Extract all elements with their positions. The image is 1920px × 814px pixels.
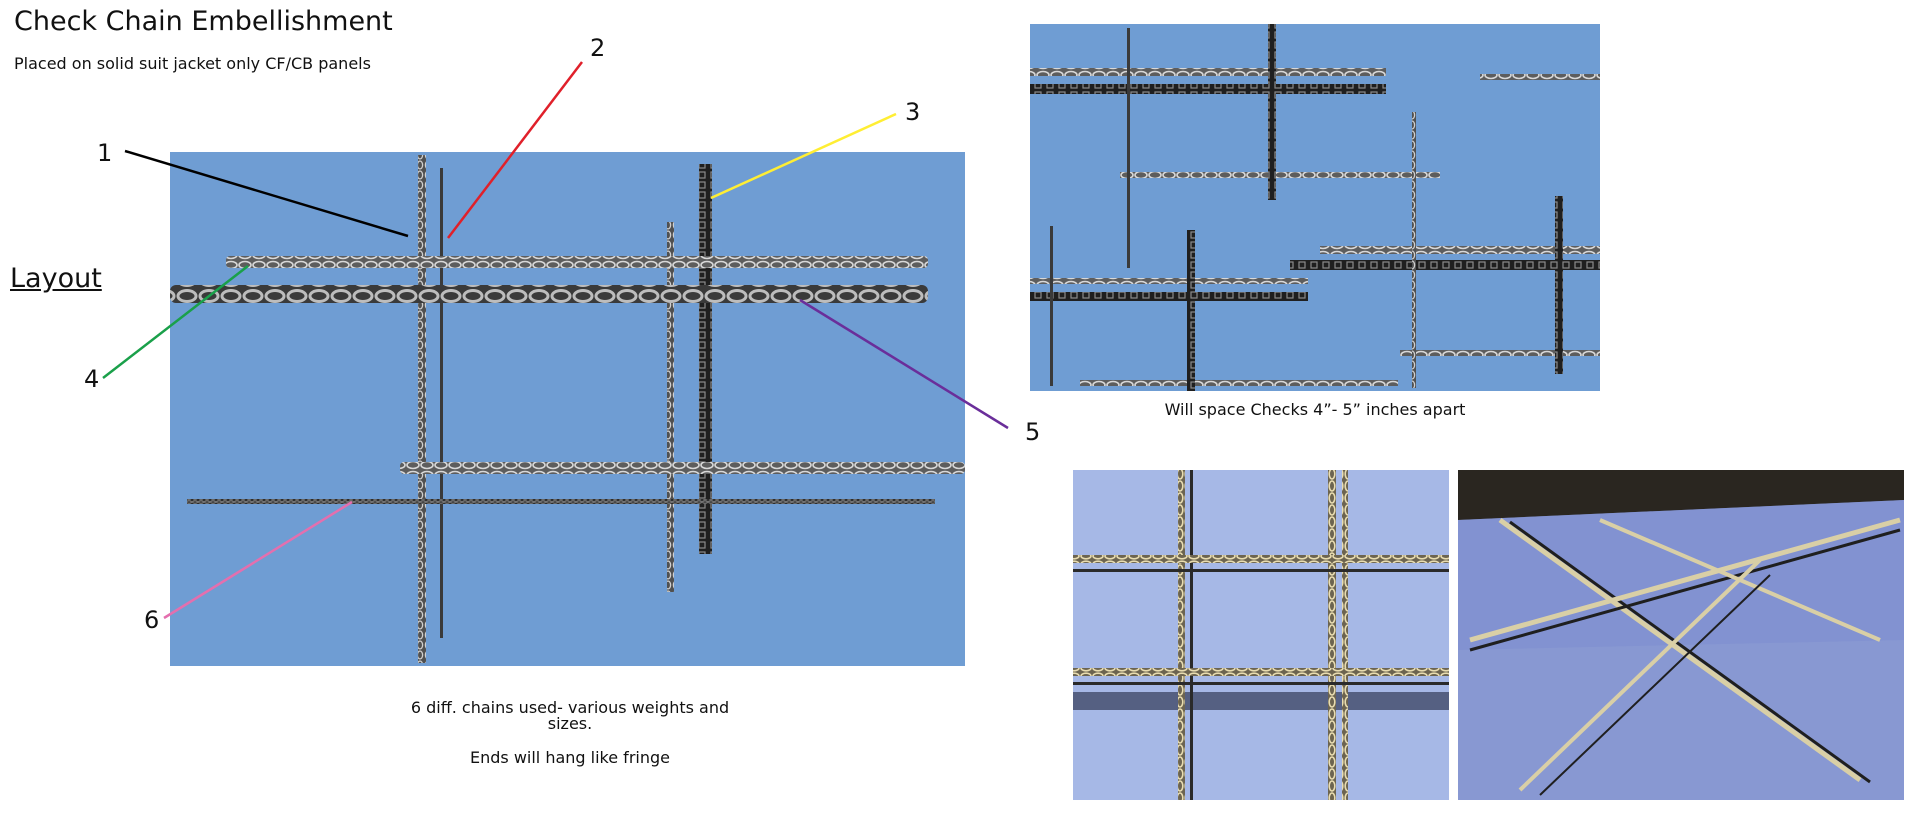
callout-line-3: [710, 112, 897, 200]
spacing-chain-h9: [1400, 350, 1600, 356]
layout-heading: Layout: [10, 263, 102, 294]
page-subtitle: Placed on solid suit jacket only CF/CB p…: [14, 54, 371, 73]
callout-label-1: 1: [97, 139, 113, 167]
chain-vertical-thin: [418, 155, 426, 663]
fringe-note: Ends will hang like fringe: [470, 748, 670, 767]
spacing-chain-h10: [1080, 380, 1398, 386]
chain-vertical-dark: [699, 164, 712, 554]
spacing-chain-v5: [1555, 196, 1563, 374]
callout-label-6: 6: [144, 606, 160, 634]
spacing-chain-h8: [1030, 292, 1308, 301]
callout-label-4: 4: [84, 365, 100, 393]
chain-vertical-fine: [440, 168, 443, 638]
spacing-chain-h4: [1480, 74, 1600, 80]
spacing-chain-h5: [1320, 246, 1600, 254]
spacing-chain-v6: [1050, 226, 1053, 386]
spacing-chain-h2: [1030, 84, 1386, 94]
chains-note: 6 diff. chains used- various weights and…: [360, 698, 780, 767]
spacing-chain-v4: [1412, 112, 1416, 388]
spacing-chain-v2: [1127, 28, 1130, 268]
spacing-chain-v1: [1268, 24, 1276, 200]
fabric-photo-2: [1458, 470, 1904, 800]
spacing-chain-v3: [1187, 230, 1195, 391]
spacing-note: Will space Checks 4”- 5” inches apart: [1164, 400, 1466, 419]
callout-line-5: [799, 298, 1009, 430]
chains-note-line1: 6 diff. chains used- various weights and: [410, 698, 730, 717]
spacing-chain-h3: [1120, 172, 1440, 178]
spacing-chain-h7: [1030, 278, 1308, 284]
chains-note-line2: sizes.: [547, 714, 593, 733]
chain-horizontal-large: [170, 285, 928, 303]
page-title: Check Chain Embellishment: [14, 6, 393, 37]
chain-vertical-medium: [667, 222, 674, 592]
spacing-chain-h6: [1290, 260, 1600, 270]
chain-horizontal-2: [400, 462, 965, 474]
callout-label-5: 5: [1025, 418, 1041, 446]
callout-line-6: [163, 500, 353, 620]
chain-horizontal-1: [226, 256, 928, 268]
callout-line-4: [102, 265, 249, 379]
fabric-photo-1: [1073, 470, 1449, 800]
callout-line-2: [447, 61, 583, 239]
callout-label-3: 3: [905, 98, 921, 126]
spacing-chain-h1: [1030, 68, 1386, 76]
callout-label-2: 2: [590, 34, 606, 62]
jacket-panel: [170, 152, 965, 666]
chain-horizontal-thin: [187, 499, 935, 504]
callout-line-1: [124, 149, 409, 238]
